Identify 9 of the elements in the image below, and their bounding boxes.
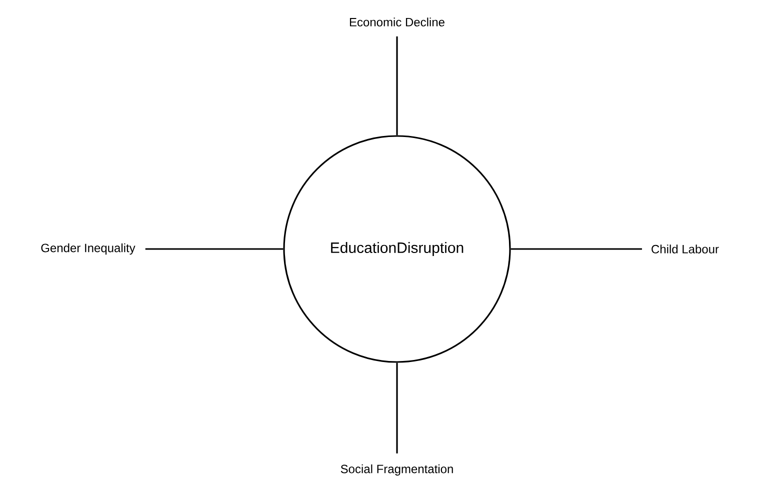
node-label: Child Labour xyxy=(652,244,719,254)
connector-line xyxy=(510,248,642,250)
connector-line xyxy=(396,362,398,454)
node-label: Social Fragmentation xyxy=(340,464,453,476)
connector-line xyxy=(145,248,284,250)
connector-line xyxy=(396,36,398,136)
node-label: Gender Inequality xyxy=(41,243,136,255)
circle-node: EducationDisruption xyxy=(283,135,511,363)
node-label: Economic Decline xyxy=(350,18,444,26)
